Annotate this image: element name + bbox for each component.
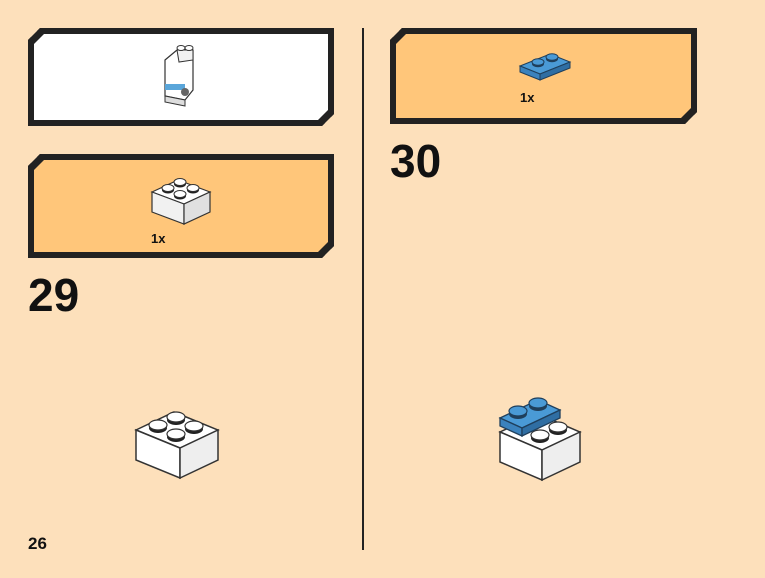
white-2x2-brick-build-icon [134,411,220,480]
column-divider [362,28,364,550]
blue-1x2-plate-icon [518,53,572,81]
step-number-29: 29 [28,269,80,321]
step-number-30: 30 [390,135,442,187]
blue-plate-on-brick-build-icon [498,397,582,482]
part-quantity-label: 1x [520,90,535,105]
white-2x2-brick-icon [150,178,212,225]
part-quantity-label: 1x [151,231,166,246]
page-number: 26 [28,534,47,553]
minifigure-torso-preview-icon [164,45,194,107]
